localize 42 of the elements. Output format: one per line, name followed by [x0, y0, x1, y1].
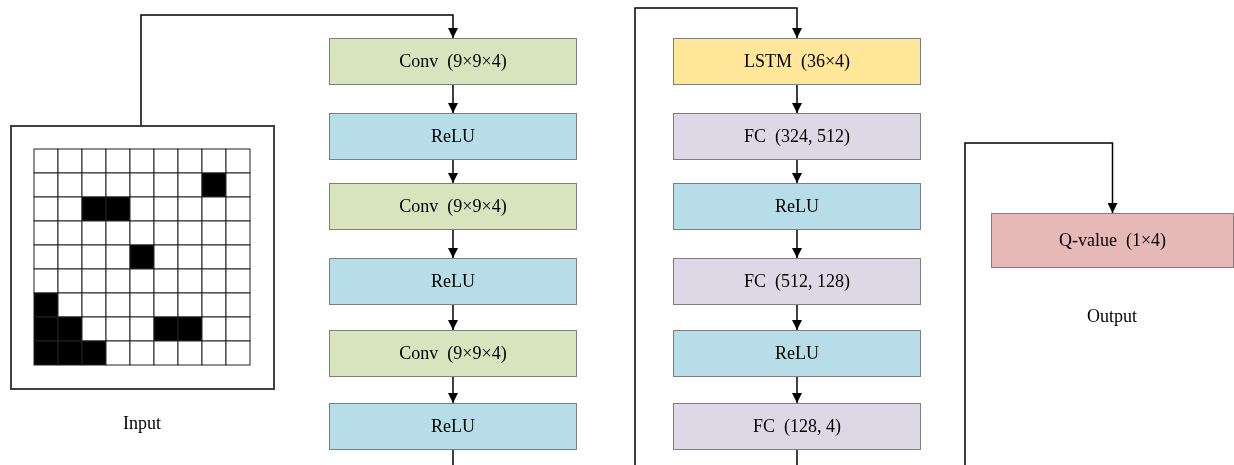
arrow: [792, 84, 802, 114]
arrow: [448, 229, 458, 259]
layer-box: [991, 213, 1234, 268]
arrow: [448, 159, 458, 184]
layer-box: [673, 330, 921, 377]
arrow: [796, 142, 1118, 465]
layer-box: [673, 403, 921, 450]
arrow: [140, 14, 458, 126]
layer-label: Conv (9×9×4): [399, 343, 507, 364]
arrow: [452, 7, 802, 465]
layer-label: ReLU: [431, 126, 475, 147]
layer-label: FC (324, 512): [744, 126, 850, 147]
layer-box: [329, 113, 577, 160]
layer-label: Conv (9×9×4): [399, 196, 507, 217]
layer-box: [329, 403, 577, 450]
arrow: [792, 376, 802, 404]
layer-label: Q-value (1×4): [1058, 230, 1167, 251]
arrow: [792, 229, 802, 259]
layer-label: ReLU: [431, 271, 475, 292]
layer-label: ReLU: [775, 196, 819, 217]
arrow: [792, 159, 802, 184]
layer-label: FC (512, 128): [744, 271, 850, 292]
arrow: [448, 376, 458, 404]
layer-box: [673, 38, 921, 85]
layer-label: ReLU: [775, 343, 819, 364]
layer-box: [673, 183, 921, 230]
grid-picture: [10, 125, 275, 390]
layer-label: Conv (9×9×4): [399, 51, 507, 72]
caption-text: Input: [123, 413, 161, 434]
layer-box: [329, 183, 577, 230]
layer-box: [673, 258, 921, 305]
arrow: [448, 304, 458, 331]
arrow: [792, 304, 802, 331]
layer-label: ReLU: [431, 416, 475, 437]
layer-label: LSTM (36×4): [743, 51, 851, 72]
layer-box: [329, 330, 577, 377]
layer-box: [329, 38, 577, 85]
caption-text: Output: [1087, 306, 1137, 327]
layer-box: [329, 258, 577, 305]
layer-box: [673, 113, 921, 160]
layer-label: FC (128, 4): [753, 416, 841, 437]
arrow: [448, 84, 458, 114]
